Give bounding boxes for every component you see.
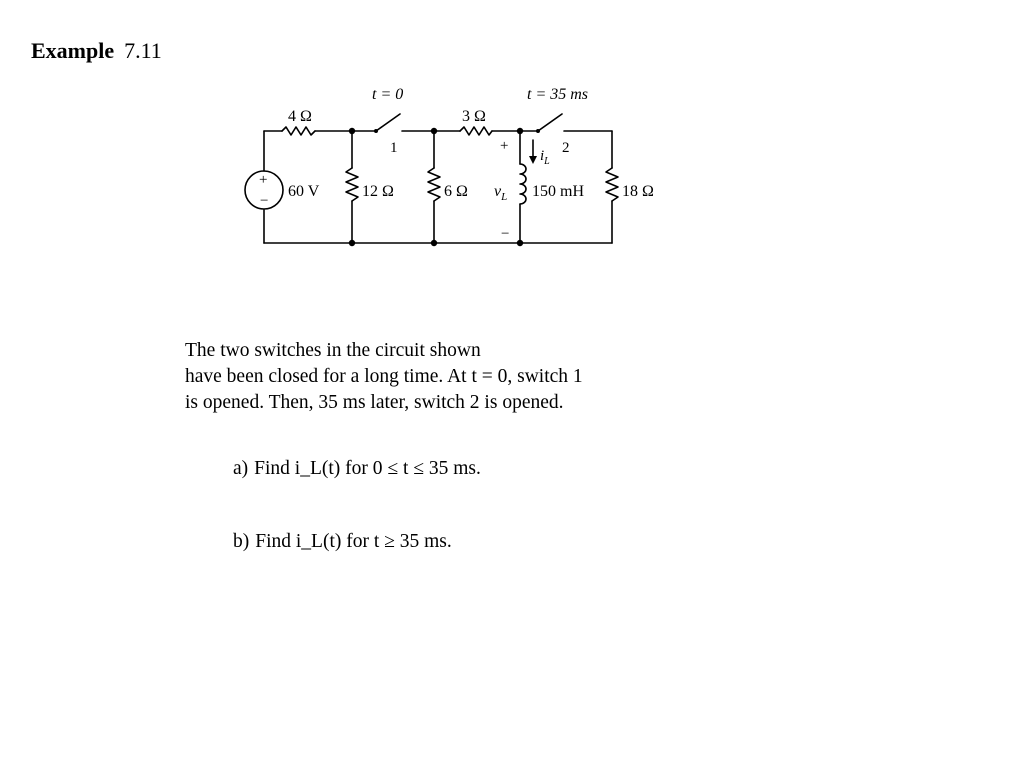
- source-minus: −: [260, 193, 268, 209]
- resistor-12ohm: [345, 167, 359, 202]
- resistor-3ohm: [459, 126, 493, 136]
- voltage-source: [244, 170, 284, 210]
- node: [516, 239, 524, 247]
- switch2-label: 2: [562, 140, 570, 156]
- node: [348, 127, 356, 135]
- r5-label: 18 Ω: [622, 183, 654, 200]
- resistor-18ohm: [605, 167, 619, 202]
- question-a: a)Find i_L(t) for 0 ≤ t ≤ 35 ms.: [233, 458, 481, 480]
- vl-minus: −: [501, 226, 509, 242]
- switch-pivot: [536, 129, 540, 133]
- problem-line: have been closed for a long time. At t =…: [185, 366, 583, 387]
- resistor-6ohm: [427, 167, 441, 202]
- il-subscript: L: [543, 156, 550, 167]
- problem-statement: The two switches in the circuit shown ha…: [185, 338, 685, 416]
- il-label: iL: [540, 148, 550, 167]
- circuit-diagram: t = 0 1 t = 35 ms 2 4 Ω 3 Ω + − 60 V 12 …: [224, 68, 670, 254]
- problem-line: is opened. Then, 35 ms later, switch 2 i…: [185, 392, 564, 413]
- source-plus: +: [259, 172, 267, 188]
- vl-subscript: L: [500, 191, 507, 203]
- switch2-time-label: t = 35 ms: [527, 86, 588, 103]
- question-a-label: a): [233, 458, 249, 479]
- problem-line: The two switches in the circuit shown: [185, 340, 481, 361]
- resistor-4ohm: [281, 126, 316, 136]
- switch-pivot: [374, 129, 378, 133]
- example-number: 7.11: [124, 38, 162, 63]
- circuit-svg: t = 0 1 t = 35 ms 2 4 Ω 3 Ω + − 60 V 12 …: [244, 86, 654, 247]
- vl-label: vL: [494, 183, 507, 203]
- inductor-label: 150 mH: [532, 183, 584, 200]
- node: [430, 239, 438, 247]
- il-symbol: i: [540, 148, 544, 164]
- switch1-time-label: t = 0: [372, 86, 403, 103]
- example-heading: Example 7.11: [31, 38, 162, 64]
- current-arrow-icon: [529, 156, 537, 164]
- switch-1: [375, 113, 401, 132]
- source-label: 60 V: [288, 183, 320, 200]
- node: [348, 239, 356, 247]
- r4-label: 6 Ω: [444, 183, 468, 200]
- question-b-text: Find i_L(t) for t ≥ 35 ms.: [255, 531, 452, 552]
- node: [516, 127, 524, 135]
- question-b: b)Find i_L(t) for t ≥ 35 ms.: [233, 531, 452, 553]
- r2-label: 3 Ω: [462, 108, 486, 125]
- question-b-label: b): [233, 531, 250, 552]
- switch1-label: 1: [390, 140, 398, 156]
- vl-plus: +: [500, 138, 508, 154]
- r1-label: 4 Ω: [288, 108, 312, 125]
- node: [430, 127, 438, 135]
- vl-symbol: v: [494, 183, 502, 200]
- example-word: Example: [31, 38, 115, 63]
- switch-2: [537, 113, 563, 132]
- inductor-150mh: [519, 163, 527, 205]
- r3-label: 12 Ω: [362, 183, 394, 200]
- question-a-text: Find i_L(t) for 0 ≤ t ≤ 35 ms.: [254, 458, 481, 479]
